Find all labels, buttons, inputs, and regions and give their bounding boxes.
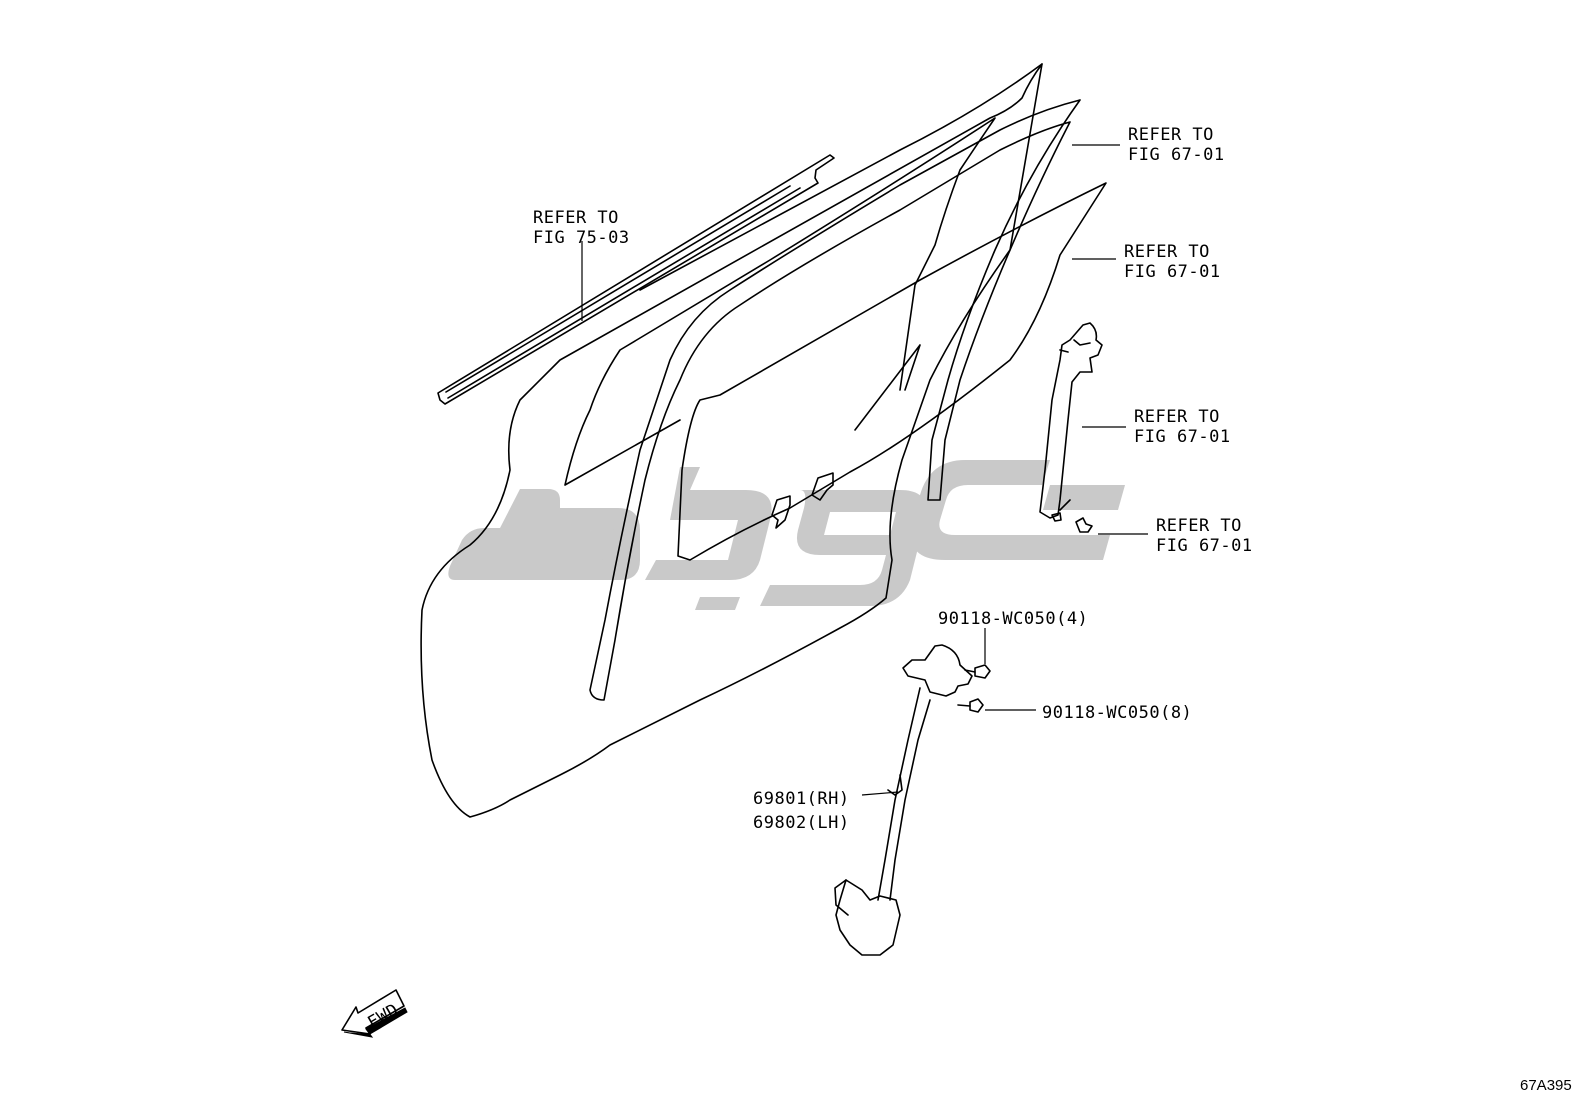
reference-label-line1: REFER TO: [1124, 242, 1210, 262]
belt-moulding: [437, 154, 835, 405]
bolt-part-number: 90118-WC050(4): [938, 609, 1088, 629]
reference-label-line1: REFER TO: [1156, 516, 1242, 536]
watermark-logo: [448, 460, 1125, 610]
reference-label-line2: FIG 67-01: [1124, 262, 1221, 282]
door-glass: [564, 117, 1107, 561]
leader-lines: [581, 144, 1148, 796]
regulator-part-number-lh: 69802(LH): [753, 813, 850, 833]
clip-screw: [1075, 517, 1093, 533]
bolt-part-number: 90118-WC050(8): [1042, 703, 1192, 723]
diagram-code: 67A395: [1520, 1077, 1572, 1094]
door-frame-sash: [589, 99, 1081, 701]
door-panel: [420, 63, 1043, 818]
reference-label-line1: REFER TO: [533, 208, 619, 228]
reference-label-line2: FIG 67-01: [1134, 427, 1231, 447]
reference-label-line2: FIG 67-01: [1156, 536, 1253, 556]
reference-label-line1: REFER TO: [1134, 407, 1220, 427]
bolt-lower: [957, 698, 984, 713]
bolt-upper: [964, 664, 991, 679]
reference-label-line1: REFER TO: [1128, 125, 1214, 145]
reference-label-line2: FIG 75-03: [533, 228, 630, 248]
fwd-arrow-icon: FWD: [341, 989, 408, 1038]
regulator-part-number-rh: 69801(RH): [753, 789, 850, 809]
window-regulator: [834, 644, 973, 956]
run-channel: [1039, 322, 1103, 522]
reference-label-line2: FIG 67-01: [1128, 145, 1225, 165]
